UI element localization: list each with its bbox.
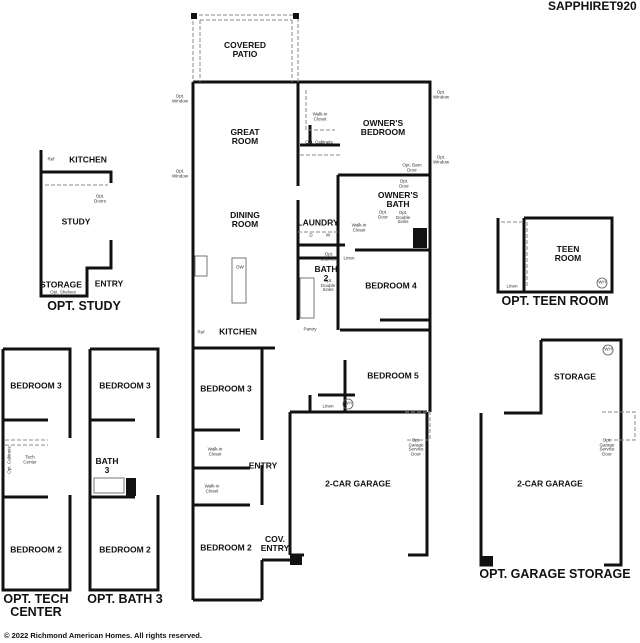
caption-opt-teen-room: OPT. TEEN ROOM — [501, 294, 609, 308]
room-bedroom-3: BEDROOM 3 — [99, 380, 151, 391]
note-opt-window: Opt. Window — [432, 154, 450, 164]
note-linen: Linen — [343, 255, 355, 261]
note-opt-door: Opt. Door — [378, 209, 388, 219]
note-ref: Ref — [197, 329, 205, 335]
water-heater-icon: WH — [598, 279, 606, 285]
note-linen: Linen — [322, 403, 334, 409]
note-walkin-closet: Walk-in Closet — [204, 483, 220, 493]
note-washer: W — [325, 232, 331, 238]
room-cov-entry: COV. ENTRY — [260, 534, 290, 553]
water-heater-icon: WH — [604, 346, 612, 352]
room-bedroom-3: BEDROOM 3 — [10, 380, 62, 391]
note-walkin-closet: Walk-in Closet — [207, 446, 223, 456]
caption-opt-garage-storage: OPT. GARAGE STORAGE — [479, 567, 631, 581]
note-dishwasher: DW — [236, 264, 244, 270]
note-opt-barn-door: Opt. Barn Door — [402, 162, 422, 172]
note-opt-window: Opt. Window — [171, 93, 189, 103]
room-bath-2: BATH 2 — [314, 264, 338, 283]
room-bedroom-5: BEDROOM 5 — [367, 370, 419, 381]
room-dining-room: DINING ROOM — [230, 210, 260, 229]
room-garage: 2-CAR GARAGE — [325, 478, 391, 489]
room-kitchen: KITCHEN — [219, 326, 257, 337]
room-entry: ENTRY — [248, 460, 278, 471]
note-opt-cabinets: Opt. Cabinets — [6, 446, 12, 474]
note-walkin-closet: Walk-in Closet — [351, 222, 367, 232]
note-opt-window: Opt. Window — [432, 89, 450, 99]
caption-opt-tech-center: OPT. TECH CENTER — [3, 592, 69, 620]
room-laundry: LAUNDRY — [297, 217, 339, 228]
room-owners-bath: OWNER'S BATH — [377, 190, 419, 209]
note-opt-garage-service-door: Opt. Garage Service Door — [408, 437, 424, 457]
note-tech-center: Tech Center — [23, 454, 37, 464]
room-bath-3: BATH 3 — [95, 456, 119, 475]
note-opt-cabinets: Opt. Cabinets — [305, 139, 333, 145]
room-bedroom-2: BEDROOM 2 — [200, 542, 252, 553]
room-covered-patio: COVERED PATIO — [223, 40, 267, 59]
note-opt-door: Opt. Door — [399, 178, 409, 188]
water-heater-icon: WH — [344, 400, 352, 406]
room-storage: STORAGE — [554, 371, 596, 382]
room-garage: 2-CAR GARAGE — [517, 478, 583, 489]
caption-opt-bath-3: OPT. BATH 3 — [87, 592, 163, 606]
note-dryer: D — [309, 232, 313, 238]
room-great-room: GREAT ROOM — [230, 127, 260, 146]
room-bedroom-4: BEDROOM 4 — [365, 280, 417, 291]
caption-opt-study: OPT. STUDY — [47, 299, 121, 313]
note-walkin-closet: Walk-in Closet — [312, 111, 328, 121]
note-opt-cabinets: Opt. Cabinets — [320, 251, 338, 261]
copyright-notice: © 2022 Richmond American Homes. All righ… — [4, 631, 202, 640]
room-bedroom-2: BEDROOM 2 — [10, 544, 62, 555]
note-ref: Ref — [47, 156, 55, 162]
note-opt-double-sinks: Opt. Double Sinks — [395, 209, 411, 225]
room-owners-bedroom: OWNER'S BEDROOM — [360, 118, 406, 137]
note-linen: Linen — [506, 283, 518, 289]
room-entry: ENTRY — [94, 278, 124, 289]
room-storage: STORAGE — [40, 279, 82, 290]
room-teen-room: TEEN ROOM — [554, 244, 582, 263]
plan-name: SAPPHIRET920 — [548, 0, 637, 13]
note-opt-doors: Opt. Doors — [93, 193, 107, 203]
room-study: STUDY — [61, 216, 91, 227]
note-opt-shelves: Opt. Shelves — [50, 289, 76, 295]
room-bedroom-3: BEDROOM 3 — [200, 383, 252, 394]
note-opt-window: Opt. Window — [171, 168, 189, 178]
note-opt-double-sinks: Opt. Double Sinks — [320, 277, 336, 293]
room-bedroom-2: BEDROOM 2 — [99, 544, 151, 555]
note-pantry: Pantry — [303, 326, 317, 332]
room-kitchen: KITCHEN — [69, 154, 107, 165]
note-opt-garage-service-door: Opt. Garage Service Door — [599, 437, 615, 457]
